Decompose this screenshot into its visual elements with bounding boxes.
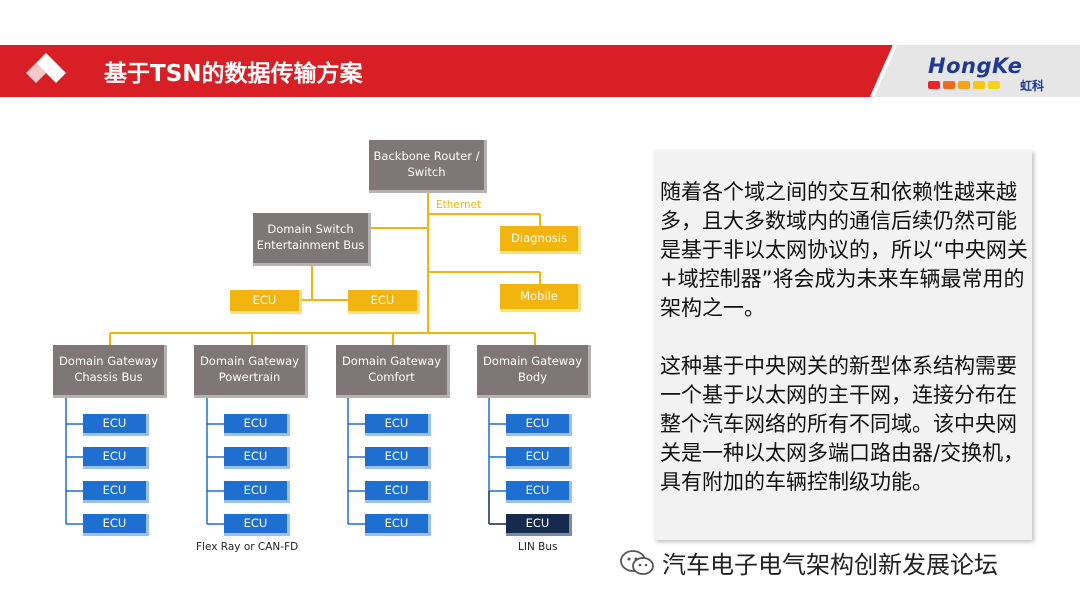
backbone-router-node: Backbone Router / Switch xyxy=(369,140,487,193)
watermark-text: 汽车电子电气架构创新发展论坛 xyxy=(662,551,998,579)
ecu-node: ECU xyxy=(365,514,431,536)
ecu-node: ECU xyxy=(83,414,149,436)
ecu-node: ECU xyxy=(506,414,572,436)
ecu-node: ECU xyxy=(365,481,431,503)
slide-title: 基于TSN的数据传输方案 xyxy=(104,61,363,87)
logo-wordmark: HongKe xyxy=(928,54,1023,78)
ecu-node: ECU xyxy=(83,481,149,503)
paragraph-1: 随着各个域之间的交互和依赖性越来越多，且大多数域内的通信后续仍然可能是基于非以太… xyxy=(660,180,1028,320)
bus-label-powertrain: Flex Ray or CAN-FD xyxy=(196,541,299,553)
ecu-node-lin: ECU xyxy=(506,514,572,536)
ecu-node: ECU xyxy=(83,514,149,536)
ecu-node: ECU xyxy=(224,514,290,536)
diamond-icon xyxy=(26,53,66,83)
watermark: 汽车电子电气架构创新发展论坛 xyxy=(618,545,998,580)
ecu-node: ECU xyxy=(365,414,431,436)
ethernet-label: Ethernet xyxy=(436,199,482,211)
gateway-chassis-node: Domain Gateway Chassis Bus xyxy=(53,345,167,398)
ecu-node: ECU xyxy=(83,447,149,469)
ecu-node: ECU xyxy=(224,414,290,436)
ecu-node: ECU xyxy=(224,447,290,469)
switch-ecu-node: ECU xyxy=(348,290,420,314)
logo-dots xyxy=(928,81,1000,89)
wechat-icon xyxy=(620,549,654,575)
gateway-body-node: Domain Gateway Body xyxy=(477,345,591,398)
text-panel: 随着各个域之间的交互和依赖性越来越多，且大多数域内的通信后续仍然可能是基于非以太… xyxy=(654,150,1032,540)
title-bar-shape xyxy=(0,45,1080,97)
ecu-node: ECU xyxy=(506,447,572,469)
paragraph-2: 这种基于中央网关的新型体系结构需要一个基于以太网的主干网，连接分布在整个汽车网络… xyxy=(660,354,1025,494)
diagnosis-node: Diagnosis xyxy=(500,226,581,254)
mobile-node: Mobile xyxy=(500,284,581,312)
ecu-node: ECU xyxy=(224,481,290,503)
title-bar xyxy=(0,45,1080,97)
ecu-node: ECU xyxy=(365,447,431,469)
ecu-node: ECU xyxy=(506,481,572,503)
gateway-powertrain-node: Domain Gateway Powertrain xyxy=(194,345,308,398)
gateway-comfort-node: Domain Gateway Comfort xyxy=(336,345,450,398)
bus-label-body: LIN Bus xyxy=(518,541,558,553)
logo-cn-text: 虹科 xyxy=(1020,79,1045,93)
hongke-logo: HongKe 虹科 xyxy=(922,52,1062,96)
switch-ecu-node: ECU xyxy=(230,290,302,314)
domain-switch-node: Domain Switch Entertainment Bus xyxy=(253,213,371,266)
